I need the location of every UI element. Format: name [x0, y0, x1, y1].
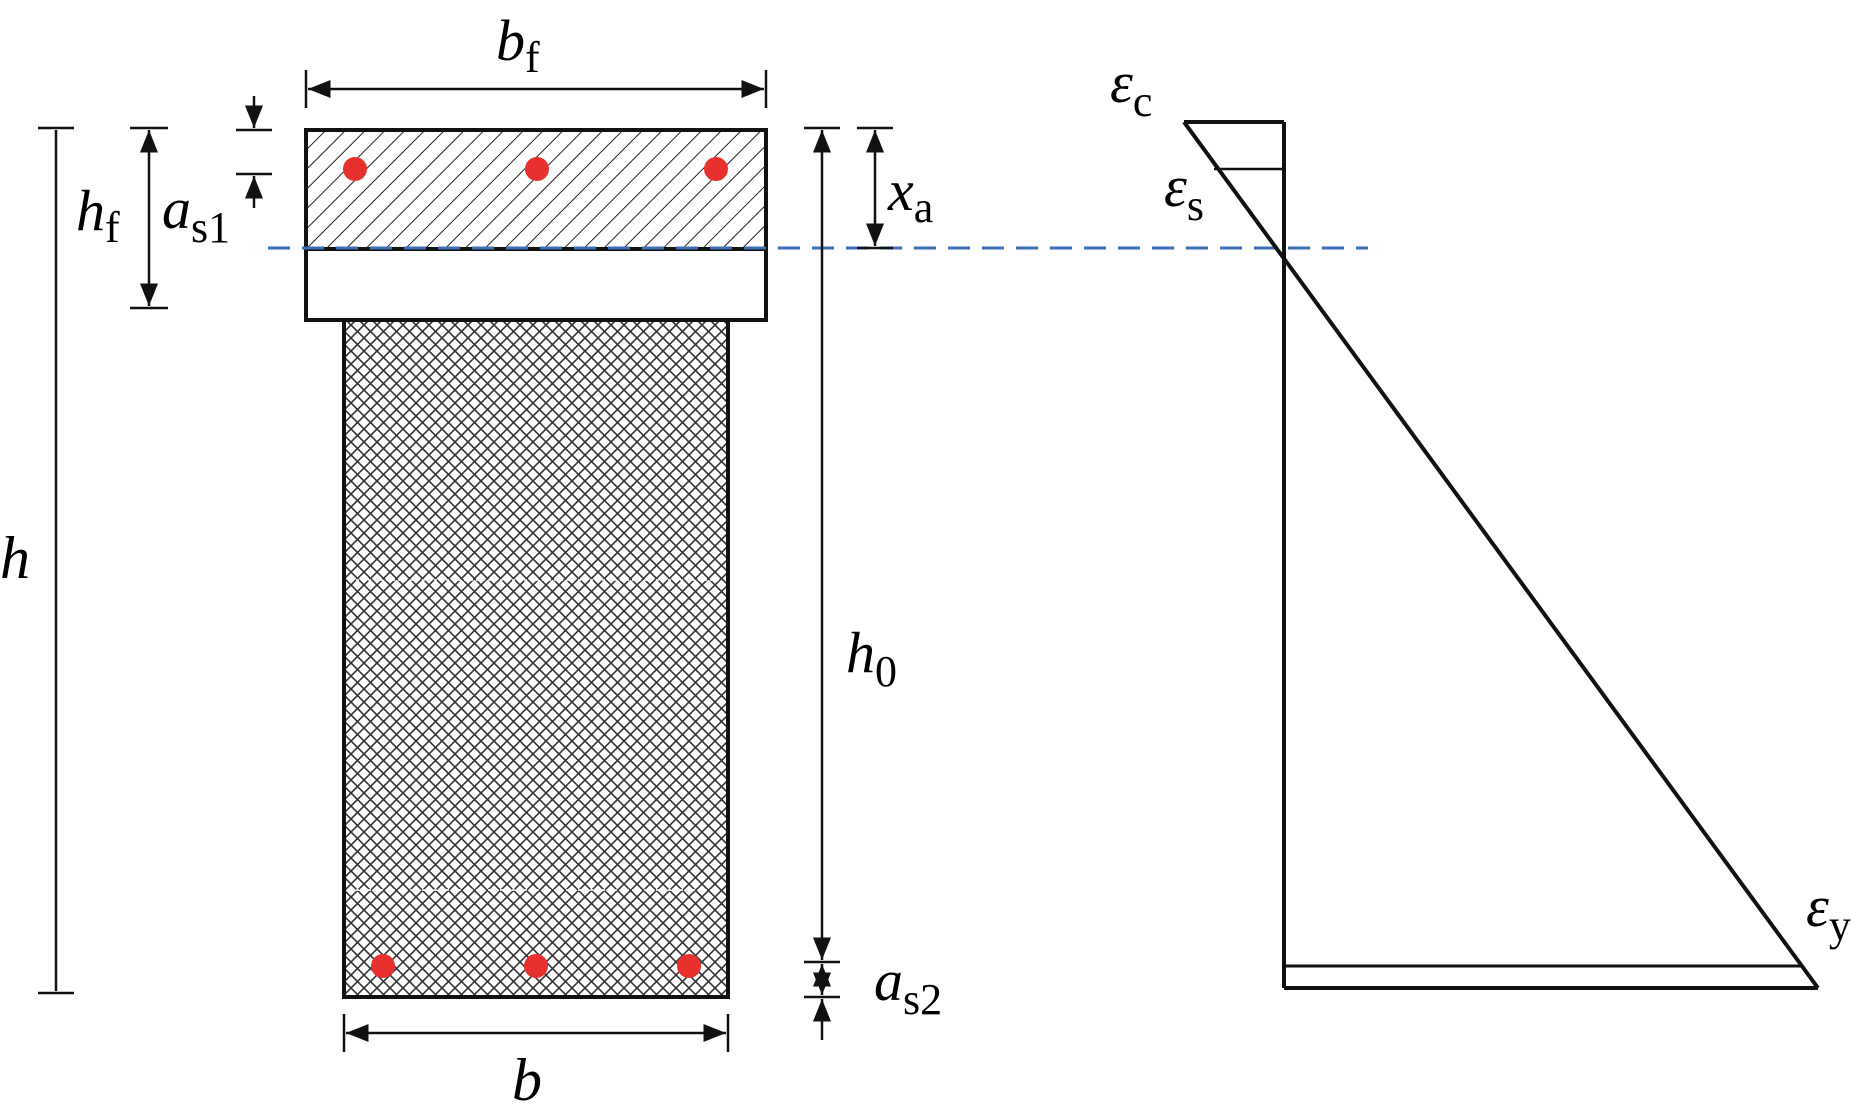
dimension-as2	[804, 964, 840, 1040]
label-b: b	[512, 1047, 542, 1108]
label-as1: as1	[162, 176, 230, 252]
top-rebar	[704, 157, 728, 181]
label-as2: as2	[874, 948, 942, 1024]
bottom-rebar	[524, 954, 548, 978]
web-section	[342, 318, 730, 999]
label-h: h	[0, 525, 30, 591]
top-rebar	[525, 157, 549, 181]
dimension-as1	[236, 96, 272, 208]
dimension-b	[342, 1014, 730, 1052]
label-hf: hf	[76, 178, 120, 252]
label-epsilon-y: εy	[1806, 874, 1851, 950]
dimension-bf	[304, 70, 768, 108]
bottom-rebar	[371, 954, 395, 978]
dimension-h0	[804, 126, 840, 964]
label-epsilon-s: εs	[1164, 154, 1204, 230]
dimension-hf	[130, 126, 168, 310]
dimension-h	[38, 126, 74, 995]
dimension-xa	[857, 126, 893, 250]
flange-compression-zone	[306, 130, 766, 249]
label-bf: bf	[496, 8, 540, 82]
strain-diagram	[1182, 120, 1820, 990]
label-h0: h0	[846, 620, 897, 696]
label-epsilon-c: εc	[1110, 50, 1152, 126]
top-rebar	[343, 157, 367, 181]
label-xa: xa	[887, 158, 933, 232]
bottom-rebar	[677, 954, 701, 978]
